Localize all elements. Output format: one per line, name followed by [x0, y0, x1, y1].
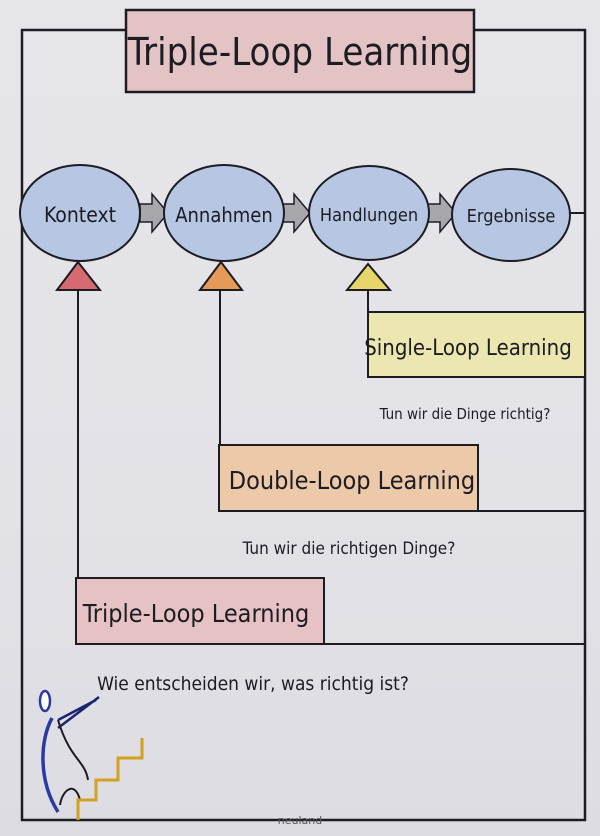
triangle-yellow-icon	[344, 262, 393, 291]
arrow-icon	[139, 191, 169, 235]
double-loop-question: Tun wir die richtigen Dinge?	[242, 539, 456, 559]
single-loop-question: Tun wir die Dinge richtig?	[379, 405, 551, 423]
title-box	[124, 8, 476, 94]
double-loop-label: Double-Loop Learning	[229, 466, 475, 495]
single-loop-label: Single-Loop Learning	[364, 336, 572, 361]
triangle-red-icon	[55, 260, 103, 291]
triangle-orange-icon	[198, 260, 244, 291]
process-step-label: Ergebnisse	[467, 206, 556, 227]
triple-loop-question: Wie entscheiden wir, was richtig ist?	[97, 673, 409, 695]
triple-loop-label: Triple-Loop Learning	[82, 599, 310, 628]
outer-frame	[20, 28, 587, 822]
arrow-icon	[427, 191, 457, 235]
process-step-label: Handlungen	[320, 205, 418, 226]
brand-logo: neuland	[278, 814, 322, 827]
process-step-annahmen: Annahmen	[163, 164, 285, 262]
double-loop-box: Double-Loop Learning	[218, 444, 585, 512]
process-step-ergebnisse: Ergebnisse	[451, 168, 571, 262]
process-step-handlungen: Handlungen	[308, 165, 430, 261]
stairs-icon	[76, 738, 144, 820]
page-title: Triple-Loop Learning	[127, 30, 472, 74]
process-step-label: Kontext	[44, 203, 116, 227]
process-step-kontext: Kontext	[19, 164, 141, 262]
process-step-label: Annahmen	[175, 203, 273, 227]
person-pointing-icon	[38, 689, 100, 813]
single-loop-box: Single-Loop Learning	[364, 311, 586, 378]
arrow-icon	[281, 191, 311, 235]
triple-loop-box: Triple-Loop Learning	[75, 577, 585, 645]
